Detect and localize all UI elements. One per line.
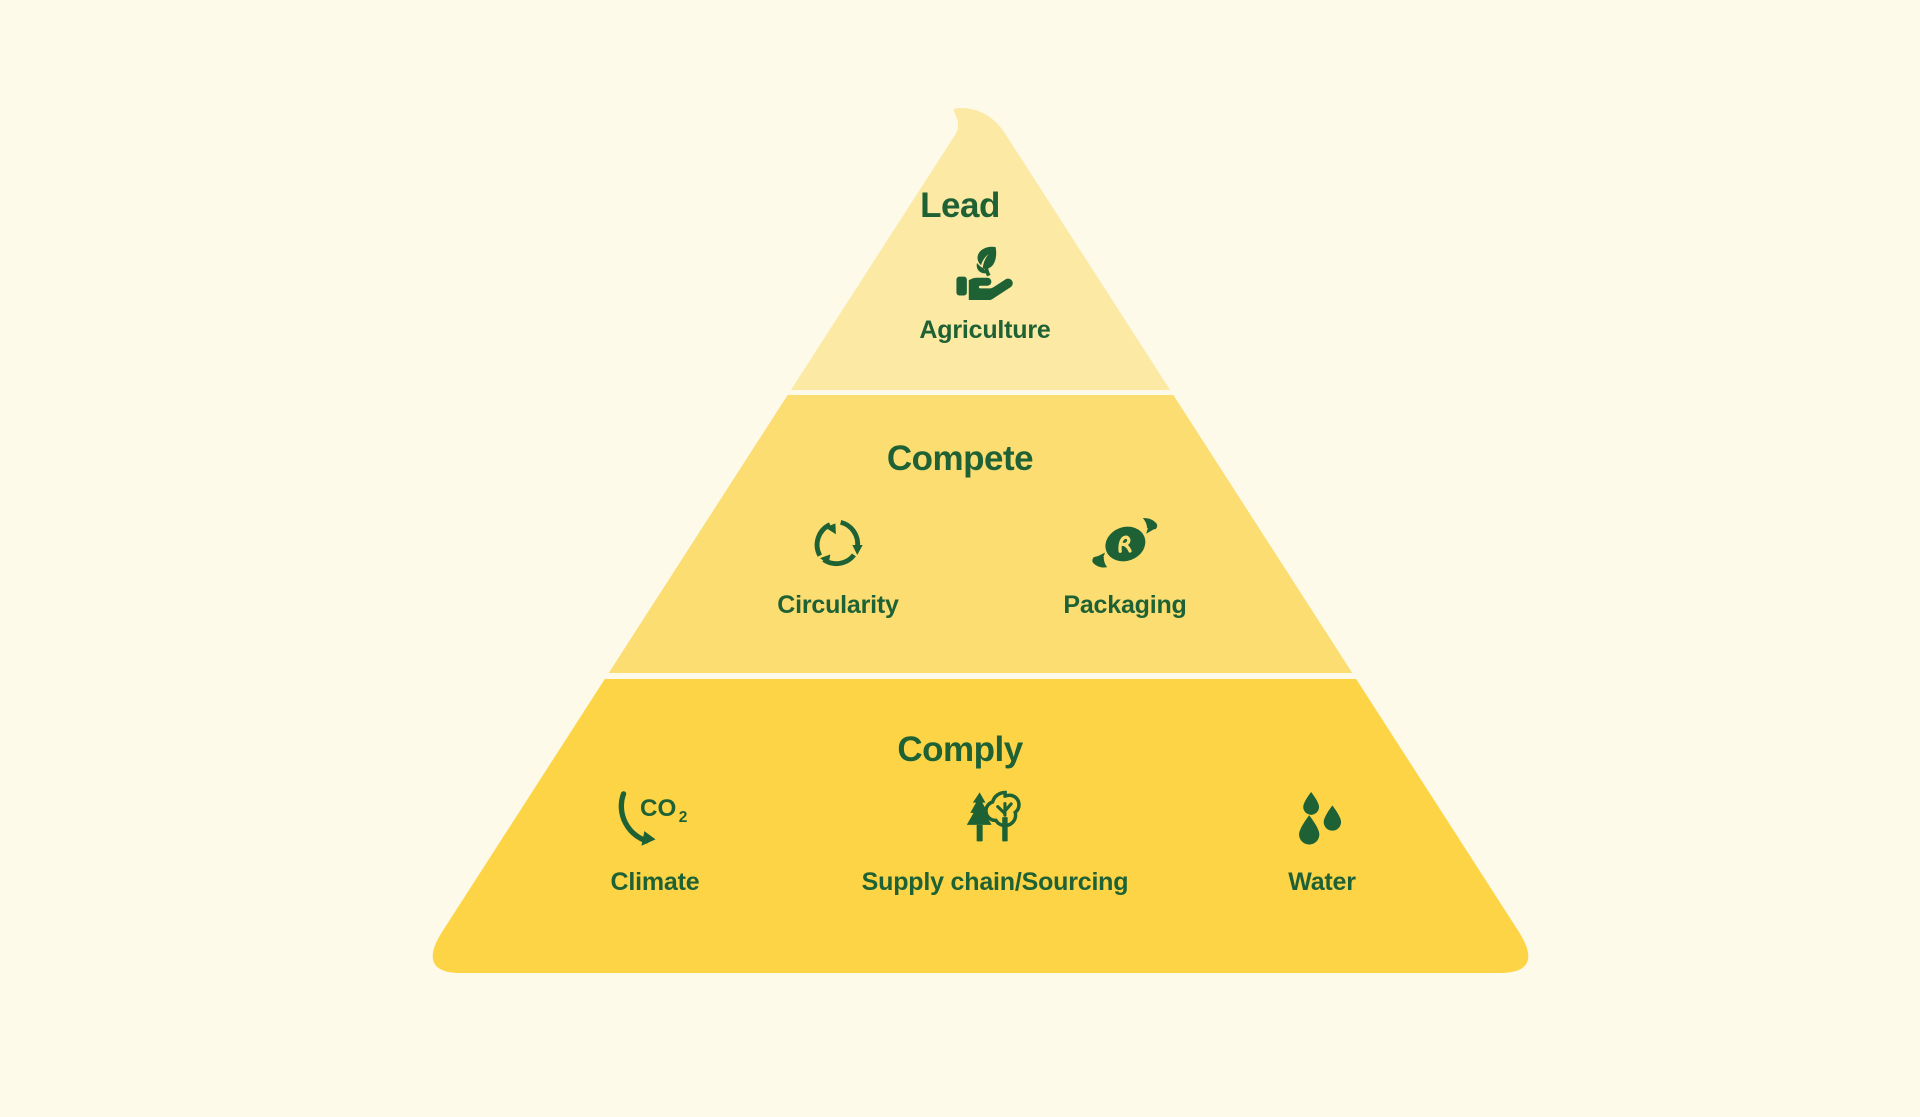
pillar-label-water: Water	[1288, 868, 1356, 896]
three-water-droplets-icon	[1294, 790, 1350, 852]
wrapped-candy-icon	[1090, 513, 1160, 575]
co2-down-arrow-icon: CO 2	[616, 790, 694, 852]
pillar-water[interactable]: Water	[1288, 790, 1356, 895]
two-trees-icon	[963, 790, 1027, 852]
hand-holding-plant-icon	[954, 242, 1016, 301]
pillar-supply-chain[interactable]: Supply chain/Sourcing	[862, 790, 1129, 895]
pillar-agriculture[interactable]: Agriculture	[919, 242, 1051, 344]
pillar-packaging[interactable]: Packaging	[1063, 513, 1187, 619]
pillar-label-supply-chain: Supply chain/Sourcing	[861, 868, 1129, 896]
pillar-label-circularity: Circularity	[777, 591, 899, 619]
pillar-circularity[interactable]: Circularity	[777, 513, 899, 619]
pillar-label-agriculture: Agriculture	[919, 316, 1051, 344]
pillar-climate[interactable]: CO 2 Climate	[611, 790, 700, 895]
tier-divider-1	[432, 390, 1529, 395]
circular-arrows-recycling-icon	[807, 513, 869, 575]
tier-band-compete	[432, 394, 1529, 674]
svg-text:2: 2	[679, 809, 688, 826]
pillar-label-climate: Climate	[610, 868, 700, 896]
pillar-label-packaging: Packaging	[1063, 591, 1187, 619]
svg-text:CO: CO	[640, 795, 676, 822]
tier-divider-2	[432, 673, 1529, 679]
